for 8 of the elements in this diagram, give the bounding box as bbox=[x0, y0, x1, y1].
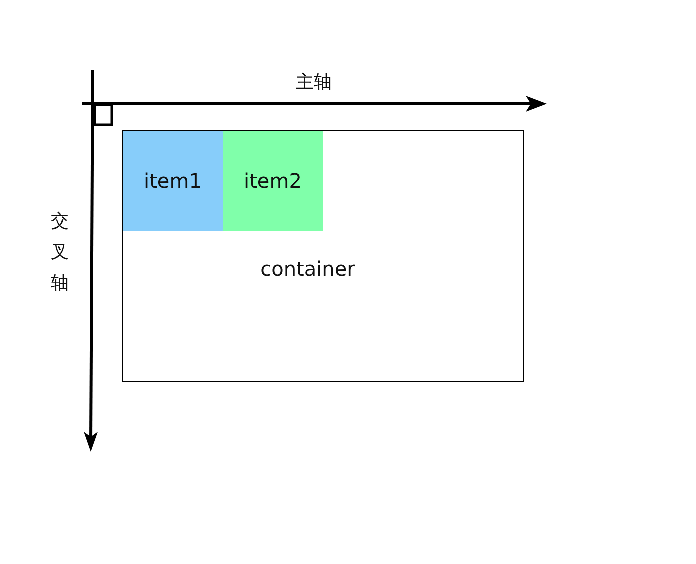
axis-label: 交叉轴 bbox=[51, 210, 69, 296]
flex-container bbox=[122, 130, 524, 382]
container-label: container bbox=[260, 259, 356, 279]
item-label: item1 bbox=[144, 171, 202, 191]
flex-item bbox=[123, 131, 223, 231]
flex-item bbox=[223, 131, 323, 231]
axis-label: 主轴 bbox=[296, 74, 332, 92]
item-label: item2 bbox=[244, 171, 302, 191]
